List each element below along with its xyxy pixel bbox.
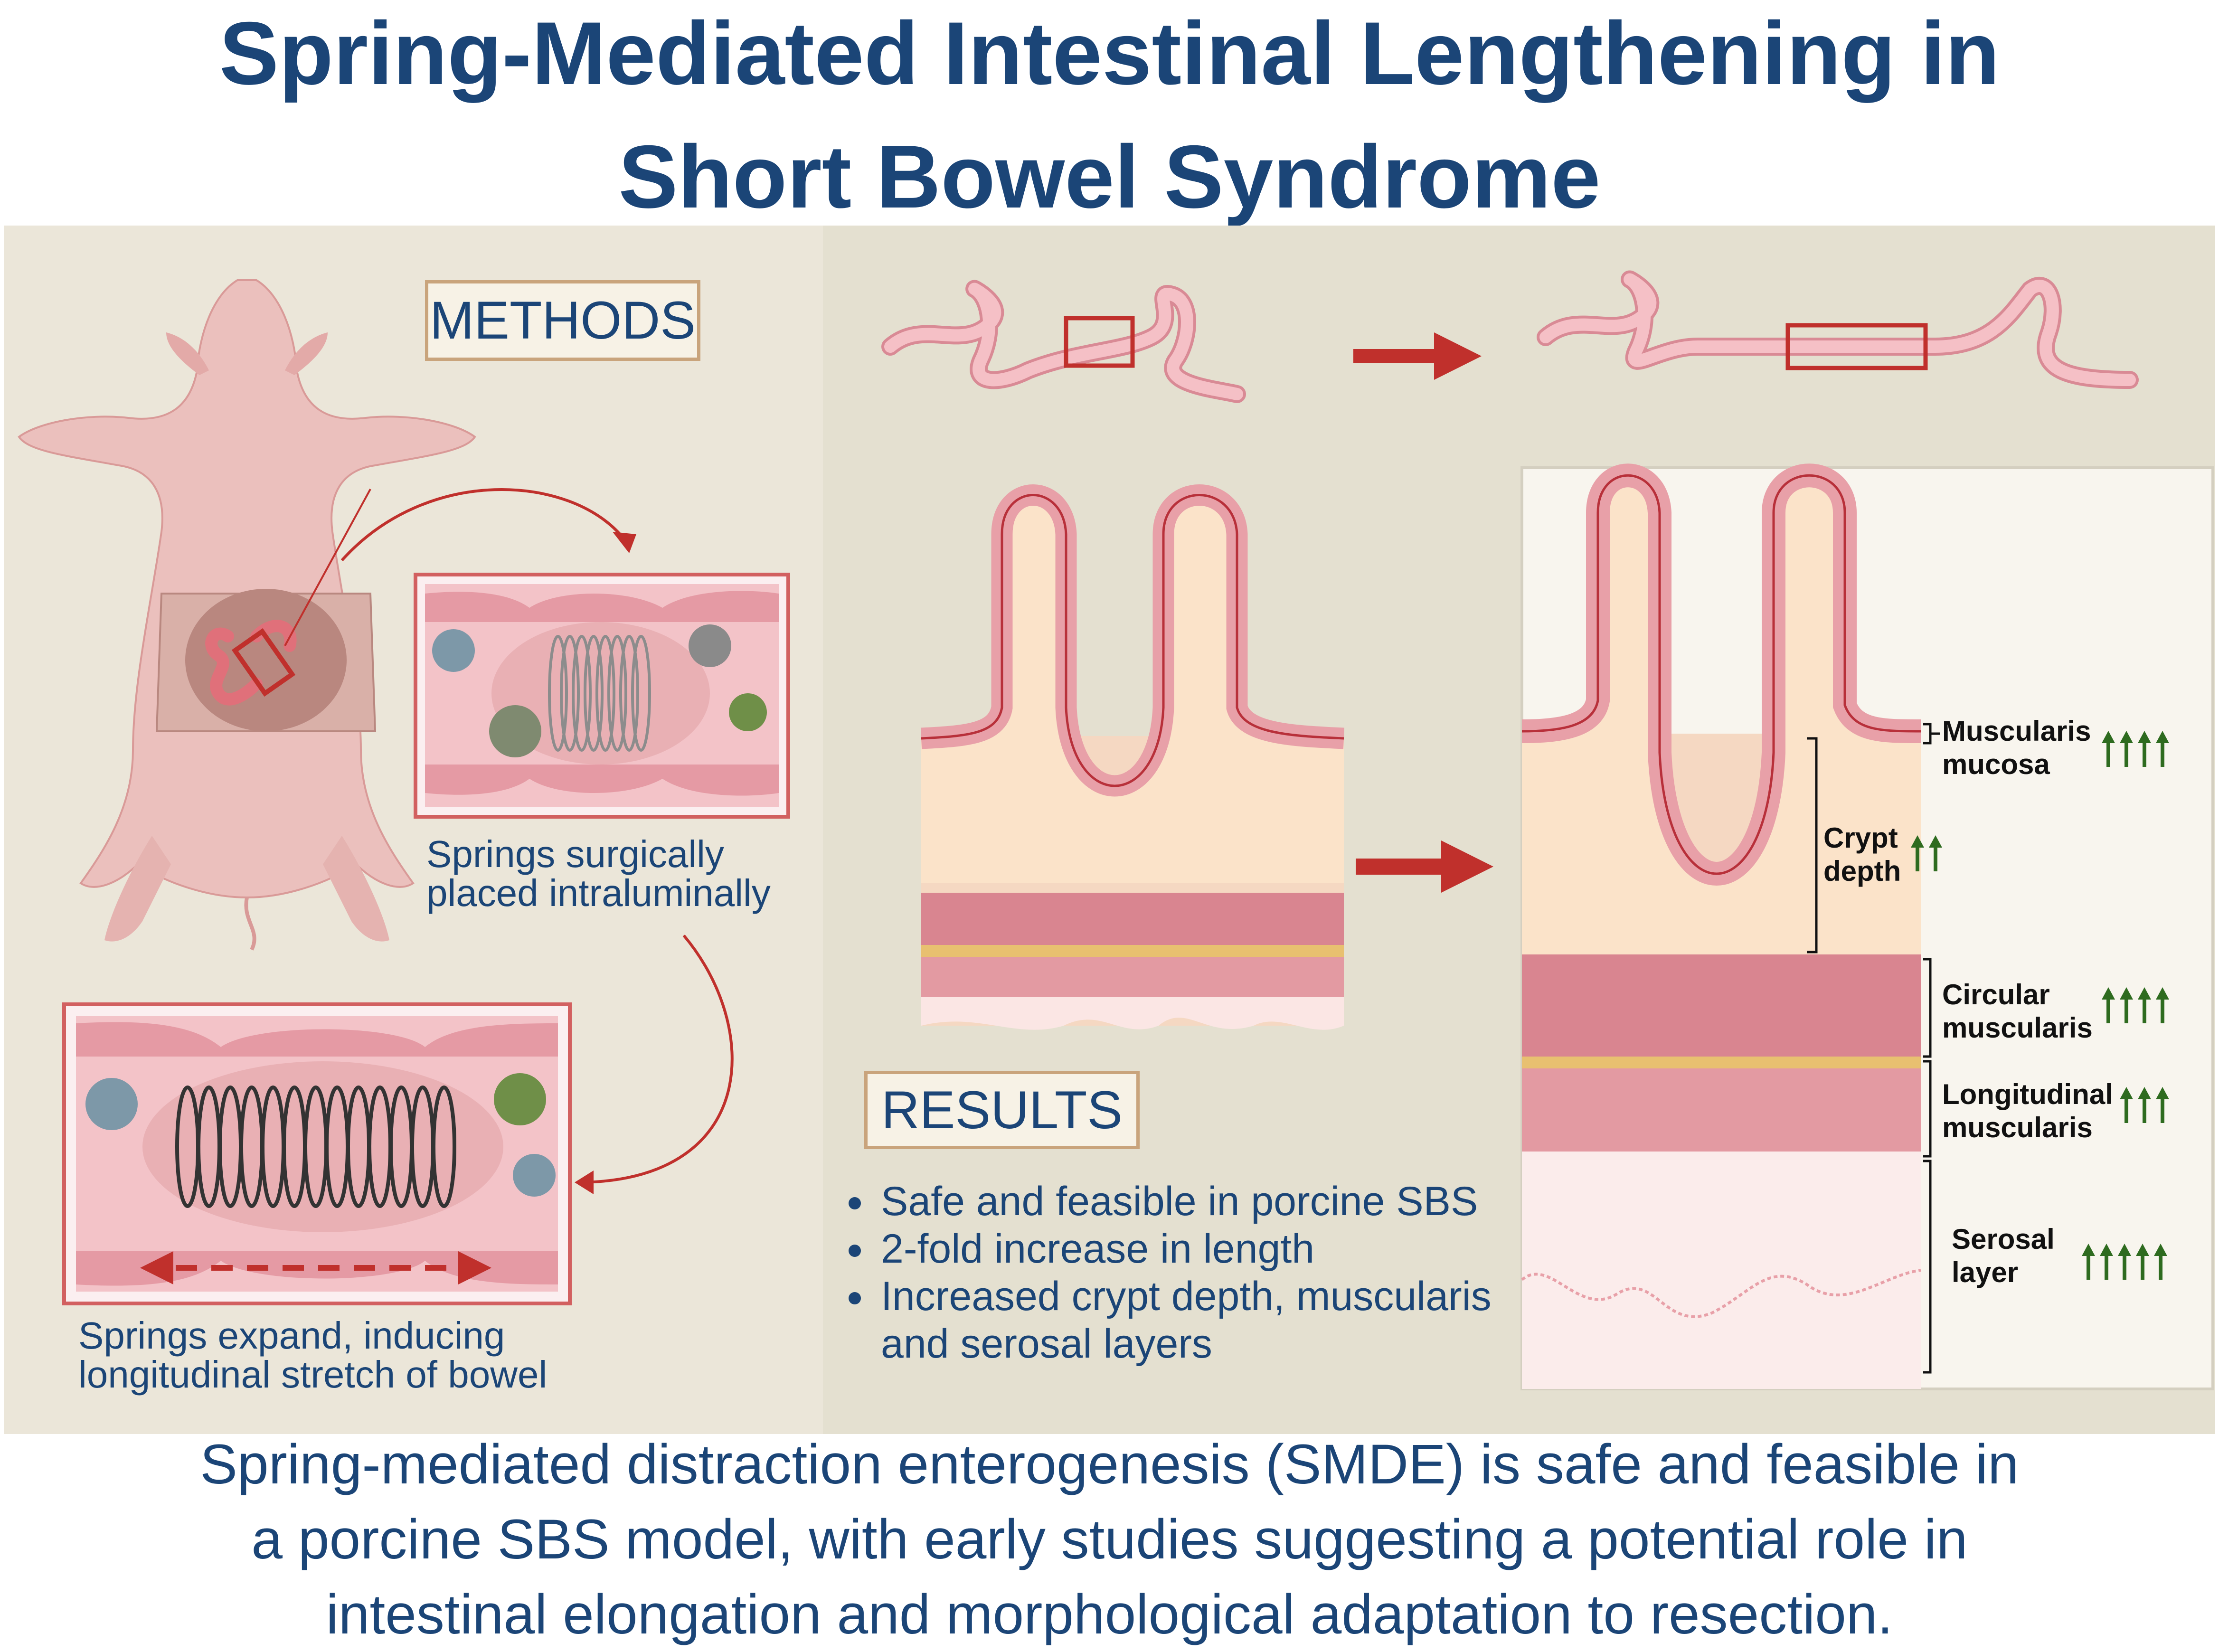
histology-before	[920, 484, 1345, 1030]
stretch-arrow	[140, 1251, 491, 1284]
results-list: Safe and feasible in porcine SBS 2-fold …	[829, 1178, 1492, 1368]
increase-arrow-icon	[2120, 731, 2133, 767]
footer-line-3: intestinal elongation and morphological …	[326, 1583, 1893, 1646]
title-line-1: Spring-Mediated Intestinal Lengthening i…	[219, 3, 2000, 103]
increase-arrows-muscularis-mucosa	[2102, 731, 2169, 767]
results-bullet-2: 2-fold increase in length	[876, 1225, 1492, 1273]
footer-line-1: Spring-mediated distraction enterogenesi…	[200, 1433, 2019, 1496]
increase-arrow-icon	[2138, 731, 2151, 767]
bowel-after	[1537, 270, 2139, 389]
results-bullet-3: Increased crypt depth, muscularis	[876, 1273, 1492, 1320]
increase-arrow-icon	[2156, 1087, 2169, 1123]
lengthening-arrow	[1353, 332, 1482, 380]
increase-arrows-serosal-layer	[2082, 1244, 2167, 1280]
increase-arrow-icon	[2156, 987, 2169, 1023]
label-longitudinal-muscularis: Longitudinal muscularis	[1942, 1078, 2113, 1143]
zoom-line	[284, 489, 371, 646]
histology-arrow	[1356, 840, 1493, 893]
increase-arrow-icon	[2156, 731, 2169, 767]
results-bullet-1: Safe and feasible in porcine SBS	[876, 1178, 1492, 1225]
increase-arrows-crypt-depth	[1911, 835, 1942, 871]
curved-arrow-to-inset	[340, 488, 636, 562]
results-bullet-4: and serosal layers	[881, 1321, 1212, 1367]
page-title: Spring-Mediated Intestinal Lengthening i…	[0, 0, 2219, 238]
label-serosal-layer: Serosal layer	[1952, 1223, 2055, 1288]
spring-coils-compressed	[548, 635, 651, 752]
bowel-before	[881, 280, 1246, 403]
label-crypt-depth: Crypt depth	[1823, 822, 1901, 887]
caption-springs-expand: Springs expand, inducing longitudinal st…	[78, 1314, 548, 1396]
increase-arrow-icon	[2138, 987, 2151, 1023]
increase-arrow-icon	[2120, 987, 2133, 1023]
increase-arrow-icon	[2102, 987, 2115, 1023]
results-label: RESULTS	[864, 1071, 1140, 1149]
increase-arrows-longitudinal-muscularis	[2120, 1087, 2169, 1123]
label-muscularis-mucosa: Muscularis mucosa	[1942, 715, 2091, 780]
curved-arrow-to-inset-2	[575, 935, 734, 1194]
increase-arrow-icon	[2118, 1244, 2131, 1280]
increase-arrow-icon	[2102, 731, 2115, 767]
pig-illustration	[18, 279, 476, 951]
increase-arrows-circular-muscularis	[2102, 987, 2169, 1023]
increase-arrow-icon	[2154, 1244, 2167, 1280]
increase-arrow-icon	[2120, 1087, 2133, 1123]
increase-arrow-icon	[1911, 835, 1924, 871]
caption-springs-placed: Springs surgically placed intraluminally	[426, 833, 771, 914]
label-circular-muscularis: Circular muscularis	[1942, 979, 2093, 1044]
methods-label: METHODS	[425, 280, 700, 361]
increase-arrow-icon	[2136, 1244, 2149, 1280]
footer-line-2: a porcine SBS model, with early studies …	[251, 1508, 1968, 1571]
expanded-spring-inset	[62, 1002, 572, 1305]
spring-coils-expanded	[175, 1086, 456, 1208]
histology-after	[1520, 463, 2214, 1390]
increase-arrow-icon	[2082, 1244, 2095, 1280]
increase-arrow-icon	[1929, 835, 1942, 871]
compressed-spring-inset	[414, 573, 790, 819]
layer-brackets	[1807, 723, 1940, 1374]
increase-arrow-icon	[2100, 1244, 2113, 1280]
title-line-2: Short Bowel Syndrome	[618, 127, 1601, 227]
increase-arrow-icon	[2138, 1087, 2151, 1123]
summary-footer: Spring-mediated distraction enterogenesi…	[0, 1427, 2219, 1652]
